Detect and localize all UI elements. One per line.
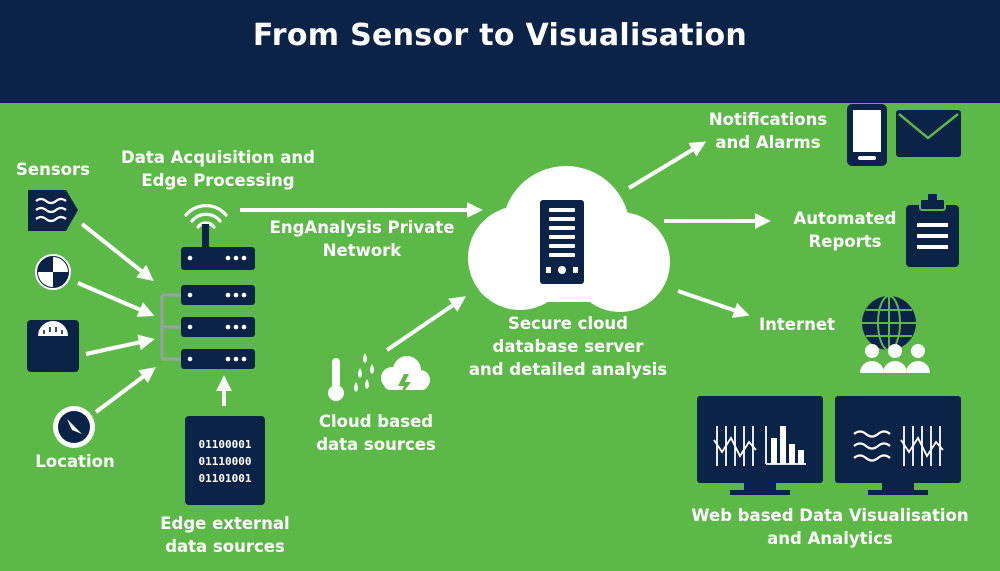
label-cloud-sources: Cloud based data sources [296,410,456,456]
pressure-gauge-icon [35,254,71,290]
envelope-icon [896,110,961,157]
label-webviz-line2: and Analytics [767,529,893,548]
antenna [202,224,209,248]
label-notifications-line2: and Alarms [715,133,821,152]
wifi-icon [184,204,228,229]
raindrops-icon [354,353,374,392]
server-rack-icon [160,285,255,369]
label-network: EngAnalysis Private Network [262,216,462,262]
compass-icon [53,406,95,448]
wave-sensor-icon [28,190,78,231]
monitor-icon [697,396,823,495]
users-icon [860,344,930,373]
monitor-icon-2 [835,396,961,495]
cloud-sources-arrow [385,296,466,352]
globe-icon [862,295,916,351]
sensor-arrows [77,222,156,414]
label-acquisition-line2: Edge Processing [141,171,295,190]
label-internet: Internet [759,315,835,334]
diagram-title: From Sensor to Visualisation [252,18,748,53]
label-network-line2: Network [322,241,402,260]
label-cloud-server: Secure cloud database server and detaile… [458,312,678,381]
label-notifications-line1: Notifications [708,110,828,129]
label-webviz: Web based Data Visualisation and Analyti… [680,504,980,550]
storm-cloud-icon [381,356,430,398]
binary-line: 01100001 [198,438,252,451]
label-edge-external-line1: Edge external [160,514,290,533]
label-edge-external: Edge external data sources [140,512,310,558]
label-network-line1: EngAnalysis Private [269,218,455,237]
label-webviz-line1: Web based Data Visualisation [691,506,969,525]
smartphone-icon [847,104,887,166]
label-reports: Automated Reports [780,207,910,253]
binary-data-icon [185,416,265,505]
thermometer-icon [328,358,344,401]
binary-text: 01100001 01110000 01101001 [185,436,265,487]
label-location: Location [35,452,115,471]
router-icon [181,247,255,270]
label-acquisition: Data Acquisition and Edge Processing [108,146,328,192]
header-bar [0,0,1000,103]
label-cloud-server-line1: Secure cloud [507,314,628,333]
label-acquisition-line1: Data Acquisition and [121,148,315,167]
clipboard-icon [906,194,959,267]
cloud-server-icon [468,166,670,312]
label-cloud-sources-line1: Cloud based [318,412,434,431]
label-reports-line2: Reports [808,232,882,251]
label-cloud-server-line3: and detailed analysis [468,360,668,379]
label-reports-line1: Automated [793,209,897,228]
label-edge-external-line2: data sources [165,537,285,556]
label-cloud-sources-line2: data sources [316,435,436,454]
label-cloud-server-line2: database server [492,337,644,356]
outbound-arrows [627,141,771,318]
label-notifications: Notifications and Alarms [700,108,836,154]
label-sensors: Sensors [16,160,90,179]
weighing-scale-icon [27,320,79,372]
binary-line: 01101001 [198,472,252,485]
binary-line: 01110000 [198,455,252,468]
